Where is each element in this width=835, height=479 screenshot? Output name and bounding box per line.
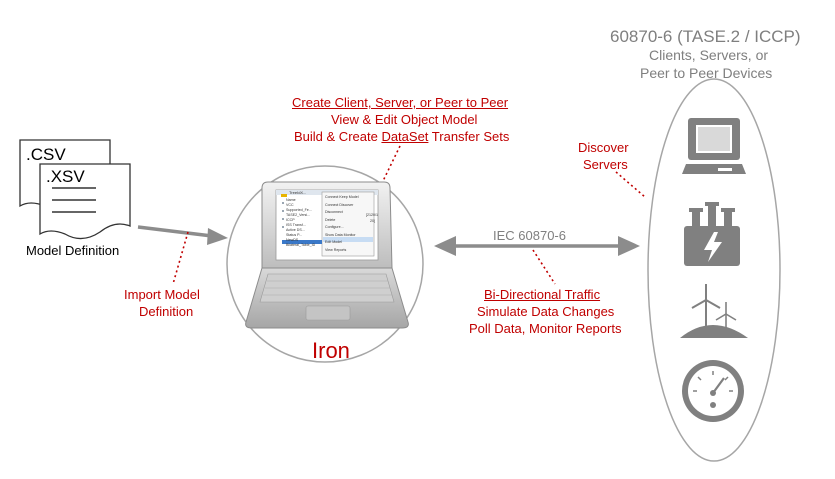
simulate-label: Simulate Data Changes (477, 304, 615, 319)
dataset-link-text: DataSet (381, 129, 429, 144)
iec-label: IEC 60870-6 (493, 228, 566, 243)
screen-value-1: [2120/1 (366, 213, 378, 217)
iron-caption: Iron (312, 338, 350, 363)
screen-value-2: 20( (370, 219, 376, 223)
screen-menu-item: Configure... (325, 225, 344, 229)
screen-tree-item: Name (286, 198, 296, 202)
screen-tree-item: Status P... (286, 233, 303, 237)
iec-double-arrow (434, 236, 640, 256)
build-prefix: Build & Create (294, 129, 382, 144)
devices-ellipse (647, 78, 781, 462)
build-suffix: Transfer Sets (428, 129, 510, 144)
import-label-1: Import Model (124, 287, 200, 302)
screen-tree-item: VCC (286, 203, 294, 207)
traffic-leader (532, 249, 556, 285)
screen-menu-item: View Reports (325, 247, 347, 252)
screen-menu-item: Show Data Monitor (325, 232, 356, 237)
screen-title: TreeIdX... (289, 190, 307, 195)
screen-tree-item: Supported_Fe... (286, 208, 312, 212)
import-leader (172, 231, 189, 285)
screen-tree-item: NewDS (286, 238, 299, 242)
screen-menu-item: Disconnect (325, 210, 343, 214)
screen-menu-item: Connect Keep Model (325, 195, 359, 199)
csv-label: .CSV (26, 145, 66, 164)
bidirectional-label: Bi-Directional Traffic (484, 287, 601, 302)
laptop-circle (226, 165, 424, 363)
screen-tree-item: TASE2_Versi... (286, 213, 311, 217)
import-arrow (137, 225, 228, 245)
screen-tree-item: Bilateral_Table_ID (286, 243, 316, 247)
laptop-touchpad (305, 305, 351, 321)
screen-menu-item: Edit Model (325, 240, 342, 244)
computer-monitor-icon (682, 118, 746, 174)
screen-tree-item: Active DS... (286, 228, 305, 232)
xsv-label: .XSV (46, 167, 85, 186)
power-transformer-icon (684, 202, 740, 266)
wind-turbine-icon (680, 284, 748, 338)
discover-leader (615, 171, 646, 198)
devices-line3: Peer to Peer Devices (640, 65, 773, 81)
discover-label-2: Servers (583, 157, 628, 172)
view-edit-label: View & Edit Object Model (331, 112, 478, 127)
screen-menu-item: Delete (325, 217, 336, 222)
discover-label-1: Discover (578, 140, 629, 155)
document-icon-front (39, 163, 131, 240)
screen-menu-item: Connect Discover (325, 202, 354, 207)
create-client-label: Create Client, Server, or Peer to Peer (292, 95, 509, 110)
dotted-leaders (172, 145, 646, 285)
screen-tree-item: ISS Transf... (286, 223, 306, 227)
import-label-2: Definition (139, 304, 194, 319)
screen-tree-item: ICCP (286, 218, 295, 222)
gauge-meter-icon (682, 360, 744, 422)
model-definition-label: Model Definition (26, 243, 120, 258)
devices-line2: Clients, Servers, or (649, 47, 769, 63)
laptop-icon (245, 181, 409, 329)
devices-title: 60870-6 (TASE.2 / ICCP) (610, 27, 801, 46)
screen-context-menu (321, 191, 375, 257)
build-dataset-label: Build & Create DataSet Transfer Sets (294, 130, 509, 143)
poll-data-label: Poll Data, Monitor Reports (469, 321, 622, 336)
